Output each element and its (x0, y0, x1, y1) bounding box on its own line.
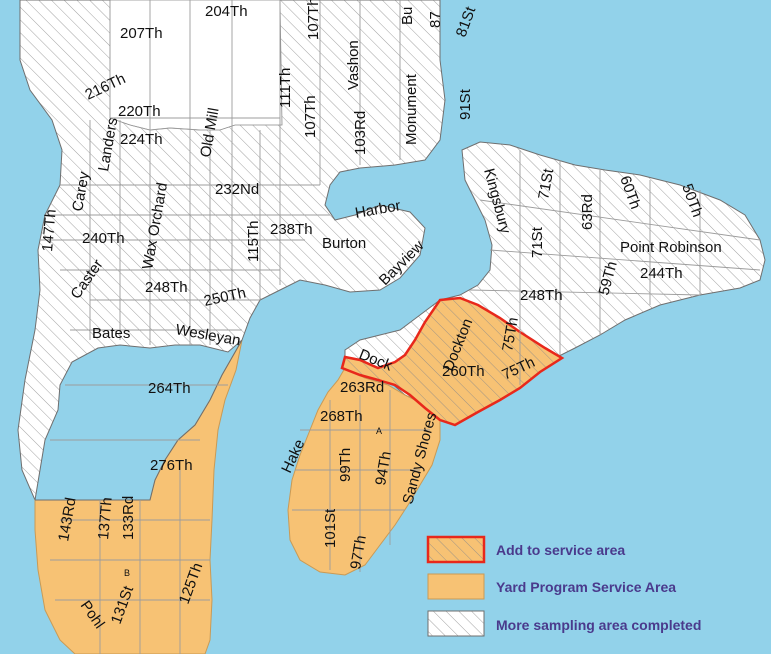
label-carey: Carey (69, 170, 93, 213)
label-107th: 107Th (302, 95, 319, 138)
label-71st-b: 71St (535, 167, 557, 201)
label-276th: 276Th (150, 457, 193, 474)
label-260th: 260Th (442, 363, 485, 380)
label-263rd: 263Rd (340, 379, 384, 396)
label-207th: 207Th (120, 25, 163, 42)
label-220th: 220Th (118, 103, 161, 120)
label-94th: 94Th (372, 450, 395, 487)
label-75th-a: 75Th (499, 316, 522, 353)
legend-swatch-add (426, 535, 486, 564)
label-111th: 111Th (277, 68, 294, 108)
roads (40, 0, 761, 654)
added-service-area (340, 296, 565, 427)
label-b: B (124, 568, 130, 578)
label-vashon: Vashon (345, 40, 362, 90)
label-monument: Monument (403, 73, 420, 145)
legend-label-sampling: More sampling area completed (496, 617, 701, 633)
label-248th-maury: 248Th (520, 287, 563, 304)
label-101st: 101St (322, 508, 339, 548)
legend-label-service: Yard Program Service Area (496, 579, 676, 595)
label-115th: 115Th (245, 221, 262, 262)
label-point-robinson: Point Robinson (620, 239, 722, 256)
label-244th: 244Th (640, 265, 683, 282)
label-71st-a: 71St (529, 226, 546, 258)
label-107th-top: 107Th (305, 0, 322, 40)
label-147th: 147Th (39, 208, 60, 252)
label-137th: 137Th (95, 496, 116, 540)
label-bates: Bates (92, 325, 130, 342)
legend-label-add: Add to service area (496, 542, 625, 558)
label-103rd: 103Rd (352, 111, 369, 155)
label-224th: 224Th (120, 131, 163, 148)
legend: Add to service area Yard Program Service… (426, 535, 701, 637)
label-264th: 264Th (148, 380, 191, 397)
label-232nd: 232Nd (215, 181, 259, 198)
label-248th-vashon: 248Th (145, 279, 188, 296)
label-91st: 91St (457, 88, 474, 120)
label-bu: Bu (399, 7, 416, 25)
label-burton: Burton (322, 235, 366, 252)
label-133rd: 133Rd (120, 496, 137, 540)
legend-swatch-service (427, 573, 485, 600)
label-240th: 240Th (82, 230, 125, 247)
label-268th: 268Th (320, 408, 363, 425)
label-204th: 204Th (205, 3, 248, 20)
label-99th: 99Th (337, 448, 354, 482)
label-63rd: 63Rd (579, 194, 596, 230)
label-a: A (376, 426, 382, 436)
legend-swatch-sampling (427, 610, 485, 637)
label-97th: 97Th (347, 534, 370, 571)
label-238th: 238Th (270, 221, 313, 238)
label-87: 87 (427, 11, 444, 28)
